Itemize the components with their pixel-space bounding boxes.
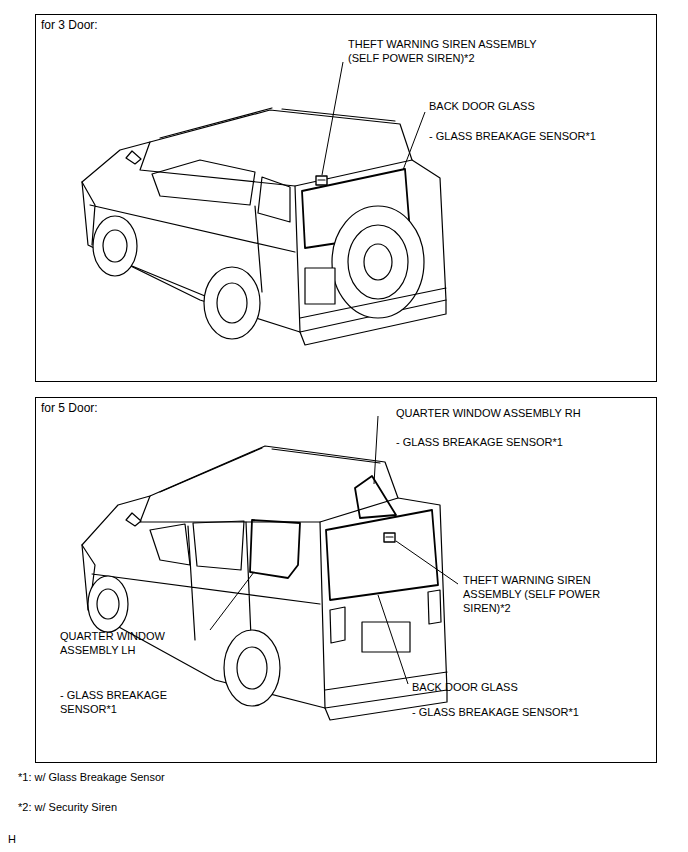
side-mirror [126, 513, 141, 526]
part-label: QUARTER WINDOW ASSEMBLY RH [396, 406, 636, 420]
rear-door-window [193, 521, 244, 570]
wheel-hub [97, 589, 119, 619]
body-line [82, 182, 295, 292]
leader-lines [210, 62, 458, 684]
panel-heading: for 5 Door: [36, 398, 103, 419]
vehicle-body [82, 446, 447, 708]
wheel-hub [103, 230, 127, 262]
leader-line [322, 62, 343, 175]
leader-line [396, 541, 458, 584]
part-label: *1: w/ Glass Breakage Sensor [18, 770, 318, 784]
rear-bumper [300, 288, 446, 345]
siren-icon [318, 179, 325, 180]
leader-line [210, 572, 254, 630]
part-label: - GLASS BREAKAGE SENSOR*1 [412, 705, 612, 719]
rear-wheel [224, 630, 280, 706]
front-door-window [150, 524, 190, 565]
siren-icon [386, 536, 393, 537]
vehicle-5-door [82, 446, 447, 720]
wheel-hub [217, 283, 247, 323]
siren-icon [384, 533, 395, 542]
panel-heading: for 3 Door: [36, 15, 103, 36]
front-wheel [93, 216, 137, 276]
part-label: H [8, 832, 48, 846]
roof-rail [160, 108, 395, 138]
side-window [152, 160, 255, 205]
part-label: - GLASS BREAKAGE SENSOR*1 [60, 688, 185, 716]
roof-rail [160, 448, 380, 492]
part-label: BACK DOOR GLASS [429, 99, 629, 113]
part-label: THEFT WARNING SIREN ASSEMBLY (SELF POWER… [348, 37, 563, 65]
part-label: BACK DOOR GLASS [412, 680, 612, 694]
spare-tire-rim [348, 225, 408, 299]
running-board [132, 266, 205, 296]
quarter-window [258, 177, 290, 222]
rear-wheel [204, 267, 260, 339]
license-plate [305, 268, 335, 304]
roof-edge [140, 142, 412, 186]
side-mirror [126, 151, 141, 164]
wheel-hub [237, 647, 267, 689]
rear-face-edge [320, 522, 325, 708]
part-label: THEFT WARNING SIREN ASSEMBLY (SELF POWER… [463, 573, 628, 615]
back-door-glass [326, 510, 438, 600]
siren-icon [316, 176, 327, 185]
quarter-window-rh [355, 476, 396, 518]
leader-line [403, 112, 425, 170]
part-label: - GLASS BREAKAGE SENSOR*1 [429, 129, 629, 143]
part-label: *2: w/ Security Siren [18, 800, 318, 814]
front-wheel [88, 576, 128, 632]
vehicle-3-door [82, 108, 446, 345]
spare-tire-hub [364, 244, 392, 280]
part-label: QUARTER WINDOW ASSEMBLY LH [60, 629, 185, 657]
leader-line [378, 595, 408, 684]
rear-face-edge [295, 186, 300, 332]
leader-line [374, 416, 378, 484]
part-label: - GLASS BREAKAGE SENSOR*1 [396, 435, 596, 449]
quarter-window-lh [250, 520, 300, 578]
spare-tire [332, 206, 424, 318]
panel-box: for 3 Door: [35, 14, 657, 382]
license-plate [362, 622, 410, 652]
